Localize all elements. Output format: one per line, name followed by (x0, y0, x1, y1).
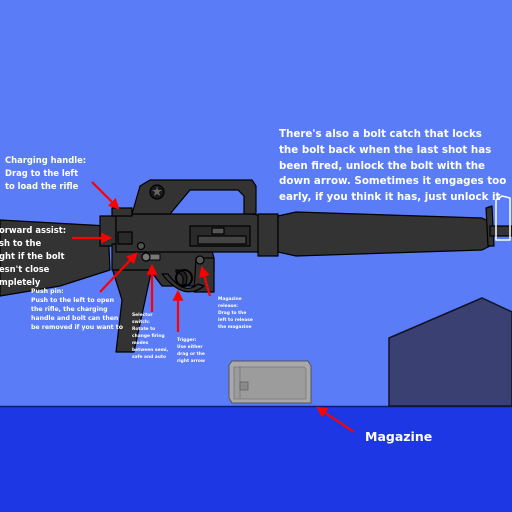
crate-block (388, 297, 512, 407)
charging-handle[interactable] (111, 207, 133, 217)
handguard (277, 211, 491, 257)
arrow-push-pin (99, 252, 138, 293)
label-magazine-release: Magazine release: Drag to the left to re… (218, 297, 253, 330)
bolt-catch[interactable] (211, 227, 225, 235)
carry-handle (131, 179, 257, 215)
floor (0, 406, 512, 512)
hint-arrows (72, 181, 355, 433)
arrow-charging-handle (91, 181, 120, 210)
arrow-magazine-release (199, 265, 212, 297)
label-forward-assist: orward assist: sh to the ght if the bolt… (0, 225, 67, 287)
trigger-guard (161, 273, 205, 293)
magazine-pickup[interactable] (228, 360, 312, 404)
selector-switch[interactable] (141, 252, 161, 262)
label-magazine: Magazine (365, 429, 433, 444)
label-charging-handle: Charging handle: Drag to the left to loa… (5, 155, 87, 191)
forward-assist[interactable] (117, 231, 133, 245)
label-trigger: Trigger: Use either drag or the right ar… (177, 338, 205, 364)
label-selector-switch: Selector switch: Rotate to change firing… (132, 313, 169, 360)
arrow-magazine (316, 406, 355, 433)
push-pin[interactable] (136, 241, 146, 251)
label-bolt-catch-info: There's also a bolt catch that locks the… (279, 128, 507, 204)
label-push-pin: Push pin: Push to the left to open the r… (31, 288, 123, 331)
magazine-release-button[interactable] (195, 255, 205, 265)
